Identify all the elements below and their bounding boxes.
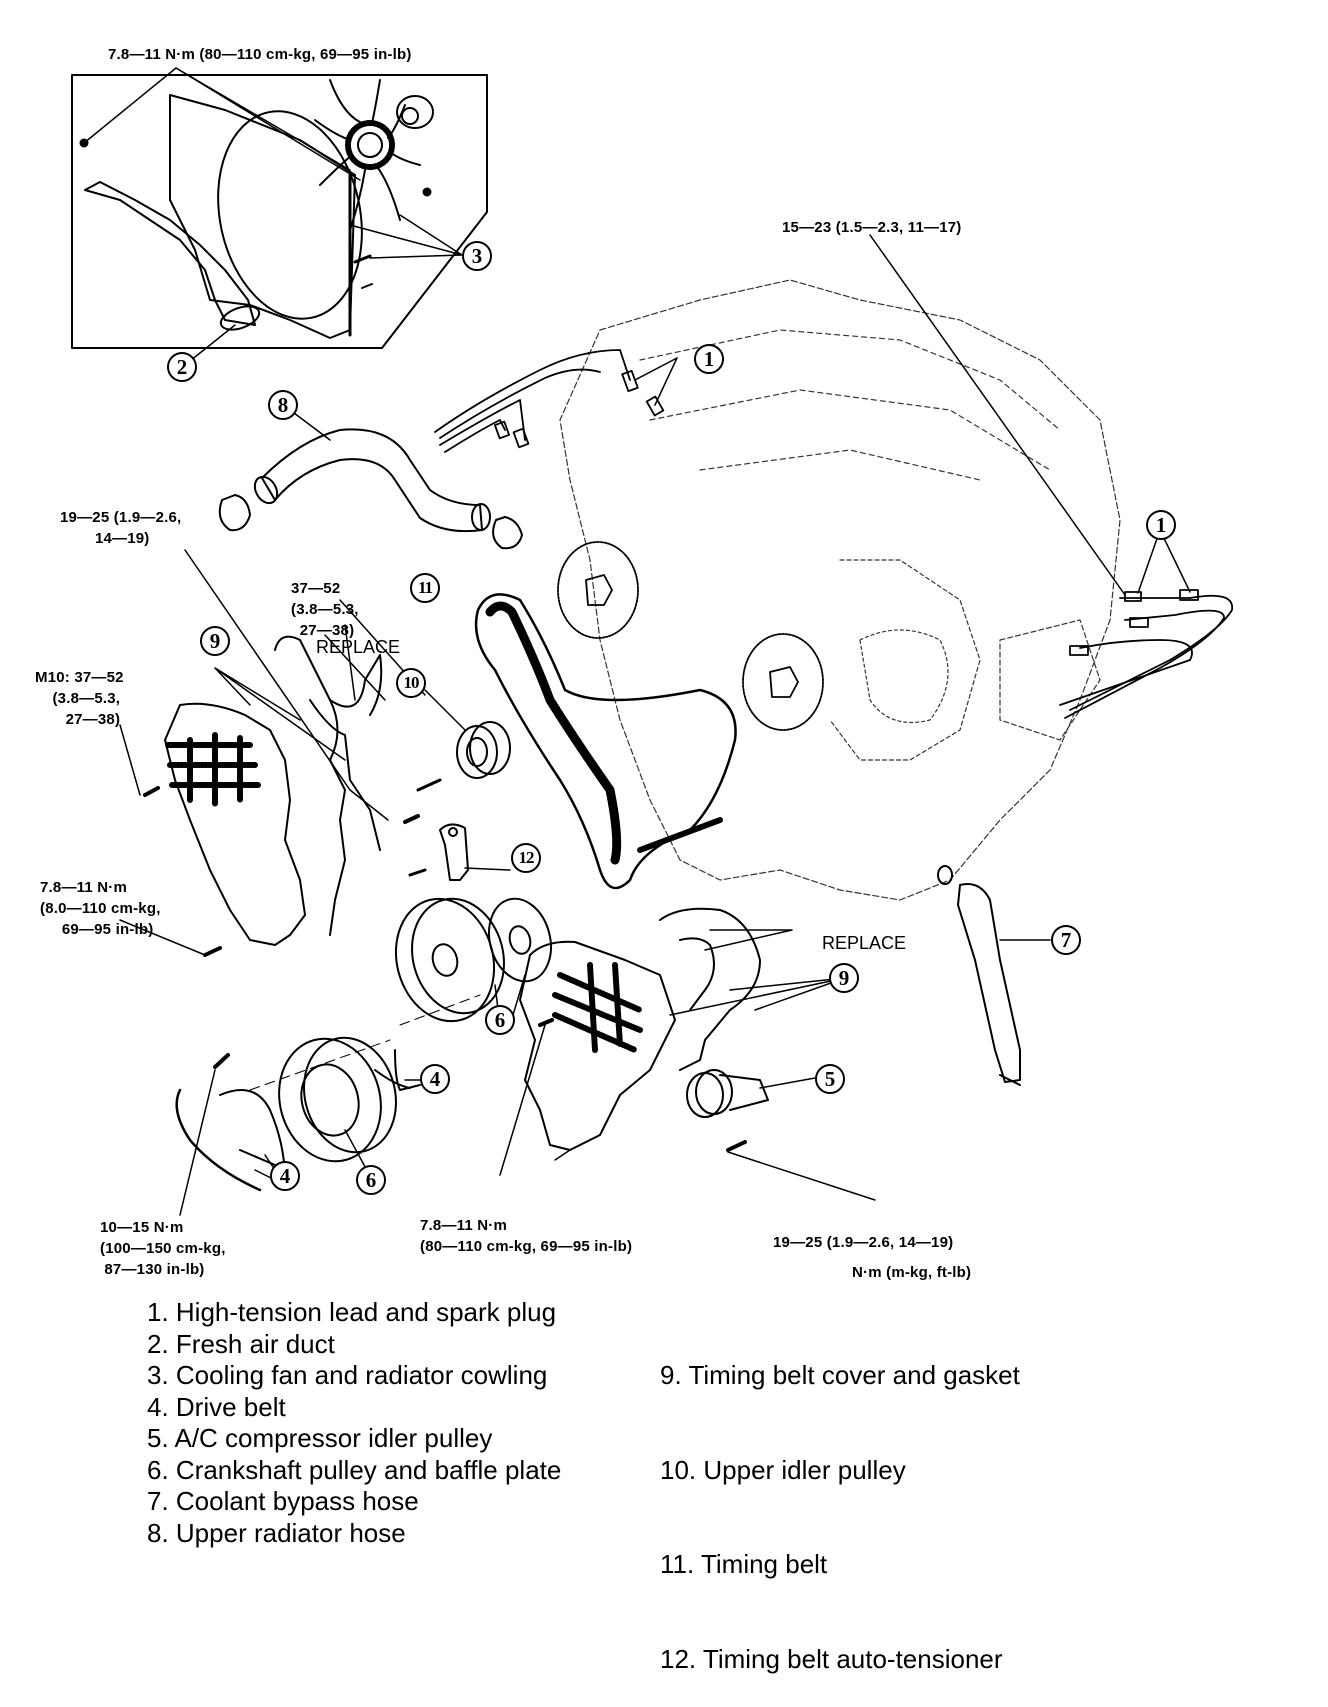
spark-plug-leads-right [1059, 529, 1233, 719]
callout-1-top: 1 [694, 344, 724, 374]
torque-m10-bolt: M10: 37—52 (3.8—5.3, 27—38) [35, 669, 124, 728]
timing-belt-covers [164, 635, 846, 1151]
upper-radiator-hose [218, 409, 523, 550]
legend-item-8: 8. Upper radiator hose [147, 1517, 406, 1548]
callout-10: 10 [396, 668, 426, 698]
callout-12: 12 [511, 843, 541, 873]
legend-item-12: 12. Timing belt auto-tensioner [660, 1643, 1003, 1674]
legend-item-10: 10. Upper idler pulley [660, 1454, 906, 1485]
legend-item-5: 5. A/C compressor idler pulley [147, 1423, 493, 1453]
legend-left-column: 1. High-tension lead and spark plug 2. F… [147, 1297, 561, 1549]
legend-item-3: 3. Cooling fan and radiator cowling [147, 1360, 548, 1390]
callout-2: 2 [167, 352, 197, 382]
legend-item-9: 9. Timing belt cover and gasket [660, 1360, 1020, 1390]
torque-crank-bolt: 10—15 N·m (100—150 cm-kg, 87—130 in-lb) [100, 1219, 226, 1278]
legend-right-column: 9. Timing belt cover and gasket 10. Uppe… [660, 1297, 1020, 1707]
legend-item-11: 11. Timing belt [660, 1549, 828, 1579]
ac-idler-pulley [686, 1069, 876, 1201]
callout-6-upper: 6 [485, 1005, 515, 1035]
torque-units: N·m (m-kg, ft-lb) [852, 1264, 972, 1281]
callout-9-right: 9 [829, 963, 859, 993]
legend-item-1: 1. High-tension lead and spark plug [147, 1297, 557, 1327]
torque-spark-plug: 15—23 (1.5—2.3, 11—17) [782, 219, 962, 236]
callout-4-center: 4 [420, 1064, 450, 1094]
callout-7: 7 [1051, 925, 1081, 955]
engine-block [559, 279, 1121, 901]
legend-item-7: 7. Coolant bypass hose [147, 1486, 419, 1516]
auto-tensioner [408, 823, 511, 881]
torque-upper-cover: 7.8—11 N·m (8.0—110 cm-kg, 69—95 in-lb) [40, 879, 161, 938]
torque-leaders [119, 234, 1126, 1176]
torque-ac-idler: 19—25 (1.9—2.6, 14—19) [773, 1234, 954, 1251]
replace-note-right: REPLACE [822, 933, 907, 953]
legend-item-6: 6. Crankshaft pulley and baffle plate [147, 1454, 562, 1485]
legend-item-2: 2. Fresh air duct [147, 1328, 335, 1359]
callout-3: 3 [462, 241, 492, 271]
torque-lower-cover: 7.8—11 N·m (80—110 cm-kg, 69—95 in-lb) [420, 1217, 633, 1255]
coolant-bypass-hose [937, 865, 1051, 1086]
camshaft-pulleys [557, 541, 824, 731]
replace-note-top: REPLACE [316, 637, 401, 657]
exploded-view-drawing [71, 67, 1233, 1216]
callout-5: 5 [815, 1064, 845, 1094]
timing-belt [474, 593, 737, 890]
torque-hose-clamp: 19—25 (1.9—2.6, 14—19) [60, 509, 182, 547]
callout-4-left: 4 [270, 1161, 300, 1191]
callout-9-left: 9 [200, 626, 230, 656]
callout-6-lower: 6 [356, 1165, 386, 1195]
inset-cooling-fan [71, 67, 488, 366]
callout-1-right: 1 [1146, 510, 1176, 540]
torque-idler-bolt: 37—52 (3.8—5.3, 27—38) [291, 580, 359, 639]
callout-8: 8 [268, 390, 298, 420]
legend-item-4: 4. Drive belt [147, 1391, 286, 1422]
spark-plug-leads [434, 349, 678, 453]
upper-idler-pulley [416, 689, 511, 792]
torque-fan-shroud: 7.8—11 N·m (80—110 cm-kg, 69—95 in-lb) [108, 46, 412, 63]
callout-11: 11 [410, 573, 440, 603]
